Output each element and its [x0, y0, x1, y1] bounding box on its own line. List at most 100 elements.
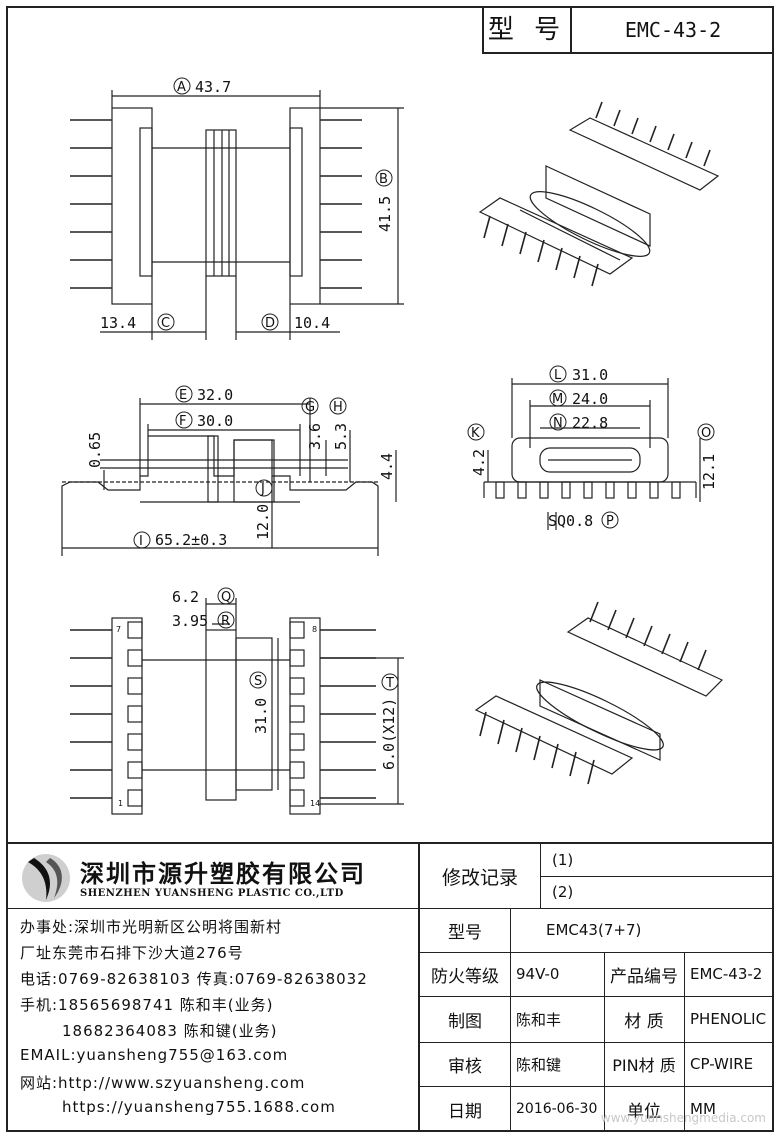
- pin-lead-end: [539, 481, 549, 499]
- pin-lead-end: [605, 481, 615, 499]
- title-block: 型 号 EMC-43-2: [482, 8, 774, 54]
- iso-pin: [667, 133, 675, 151]
- iso-pin: [483, 215, 491, 239]
- isometric-view-bottom: [474, 601, 724, 785]
- dim-value-I: 65.2±0.3: [155, 531, 227, 549]
- iso-pin: [519, 231, 527, 255]
- dim-label-T: T: [385, 676, 394, 691]
- dim-value-N: 22.8: [572, 414, 608, 432]
- revision-2: (2): [552, 883, 574, 901]
- fire-rating-label: 防火等级: [431, 966, 499, 987]
- iso-pin: [497, 719, 505, 745]
- dim-value-A: 43.7: [195, 78, 231, 96]
- bottom-view: [70, 598, 404, 815]
- mobile-1: 手机:18565698741 陈和丰(业务): [20, 996, 274, 1014]
- pin-material-value: CP-WIRE: [690, 1055, 754, 1073]
- table-line: [540, 876, 772, 877]
- table-line: [420, 1086, 772, 1087]
- pin-slot: [289, 649, 305, 667]
- drawn-by-label: 制图: [448, 1011, 482, 1032]
- iso-pin: [587, 759, 595, 785]
- pin-slot: [289, 677, 305, 695]
- iso-pin: [625, 617, 635, 639]
- mobile-2: 18682364083 陈和键(业务): [62, 1022, 278, 1040]
- dim-label-L: L: [554, 368, 562, 383]
- part-number-value: EMC-43-2: [690, 965, 763, 983]
- dim-label-A: A: [177, 80, 186, 95]
- pin-slot: [289, 789, 305, 807]
- side-view: [61, 398, 397, 556]
- dim-value-O: 12.1: [700, 454, 718, 490]
- date-label: 日期: [448, 1101, 482, 1122]
- iso-pin: [649, 125, 657, 143]
- office-address: 办事处:深圳市光明新区公明将围新村: [20, 918, 283, 936]
- dim-value-065: 0.65: [86, 432, 104, 468]
- iso-pin: [697, 649, 707, 671]
- table-line: [684, 952, 685, 1132]
- part-number-label: 产品编号: [610, 966, 678, 987]
- checked-by-value: 陈和键: [516, 1055, 562, 1074]
- spec-table: 修改记录 (1) (2) 型号 EMC43(7+7) 防火等级 94V-0 产品…: [420, 844, 772, 1132]
- factory-address: 厂址东莞市石排下沙大道276号: [20, 944, 244, 962]
- table-line: [604, 952, 605, 1132]
- dim-value-44: 4.4: [378, 453, 396, 480]
- dim-value-J: 12.0: [254, 504, 272, 540]
- pin-slot: [127, 733, 143, 751]
- pin-number-7: 7: [116, 625, 121, 634]
- dim-value-M: 24.0: [572, 390, 608, 408]
- pin-slot: [127, 649, 143, 667]
- company-info: 深圳市源升塑胶有限公司 SHENZHEN YUANSHENG PLASTIC C…: [8, 844, 420, 1132]
- iso-pin: [661, 633, 671, 655]
- top-view: [70, 90, 404, 340]
- dim-label-P: P: [606, 514, 614, 529]
- model-value: EMC43(7+7): [546, 921, 642, 939]
- isometric-view-top: [478, 101, 720, 287]
- pin-slot: [289, 705, 305, 723]
- iso-pin: [595, 101, 603, 119]
- pin-lead-end: [649, 481, 659, 499]
- dim-value-C: 13.4: [100, 314, 136, 332]
- iso-pin: [613, 109, 621, 127]
- dim-value-Q: 6.2: [172, 588, 199, 606]
- pin-slot: [127, 677, 143, 695]
- dim-label-Q: Q: [221, 590, 231, 605]
- iso-pin: [555, 247, 563, 271]
- iso-pin: [631, 117, 639, 135]
- dim-value-T: 6.0(X12): [380, 698, 398, 770]
- revision-label: 修改记录: [441, 866, 518, 889]
- dim-value-E: 32.0: [197, 386, 233, 404]
- pin-slot: [127, 789, 143, 807]
- dim-label-F: F: [179, 414, 186, 429]
- dim-value-H: 5.3: [332, 423, 350, 450]
- material-value: PHENOLIC: [690, 1010, 767, 1028]
- pin-number-1: 1: [118, 799, 123, 808]
- company-divider: [8, 908, 420, 909]
- iso-pin: [589, 601, 599, 623]
- title-label: 型 号: [484, 8, 572, 52]
- dim-label-B: B: [379, 172, 388, 187]
- dim-label-O: O: [701, 426, 711, 441]
- technical-drawing: A 43.7 B 41.5 13.4 C D 10.4 E 32.0 F 30.…: [61, 77, 724, 815]
- title-model: EMC-43-2: [624, 18, 722, 42]
- table-line: [420, 1042, 772, 1043]
- dim-label-M: M: [552, 392, 563, 407]
- model-label: 型号: [448, 922, 482, 943]
- drawn-by-value: 陈和丰: [516, 1010, 562, 1029]
- dim-label-D: D: [265, 316, 275, 331]
- iso-pin: [591, 263, 599, 287]
- email: EMAIL:yuansheng755@163.com: [20, 1046, 289, 1064]
- material-label: 材 质: [624, 1011, 664, 1032]
- dim-label-N: N: [553, 416, 563, 431]
- watermark: www.yuanshengmedia.com: [600, 1111, 766, 1125]
- fire-rating-value: 94V-0: [516, 965, 560, 983]
- iso-pin: [479, 711, 487, 737]
- website-1: 网站:http://www.szyuansheng.com: [20, 1074, 306, 1092]
- company-name-en: SHENZHEN YUANSHENG PLASTIC CO.,LTD: [80, 888, 344, 899]
- pin-slot: [289, 733, 305, 751]
- iso-pin: [515, 727, 523, 753]
- pin-lead-end: [627, 481, 637, 499]
- date-value: 2016-06-30: [516, 1101, 598, 1117]
- pin-lead-end: [495, 481, 505, 499]
- table-line: [420, 908, 772, 909]
